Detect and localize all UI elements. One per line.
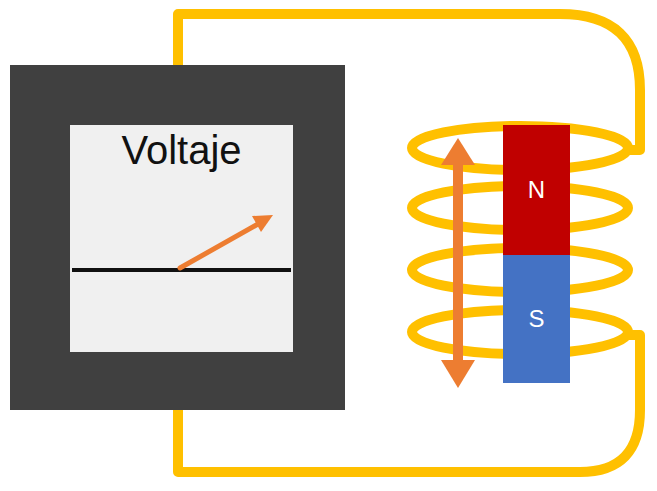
magnet-north-pole: N [503, 125, 570, 255]
meter-needle [180, 215, 273, 268]
magnet-south-pole: S [503, 255, 570, 383]
pole-letter: S [528, 306, 544, 332]
meter-face-label: Voltaje [70, 128, 293, 208]
meter-title: Voltaje [121, 128, 241, 172]
pole-letter: N [528, 177, 545, 203]
meter-body [10, 65, 345, 410]
meter-face [70, 125, 293, 352]
motion-arrow [441, 138, 475, 388]
